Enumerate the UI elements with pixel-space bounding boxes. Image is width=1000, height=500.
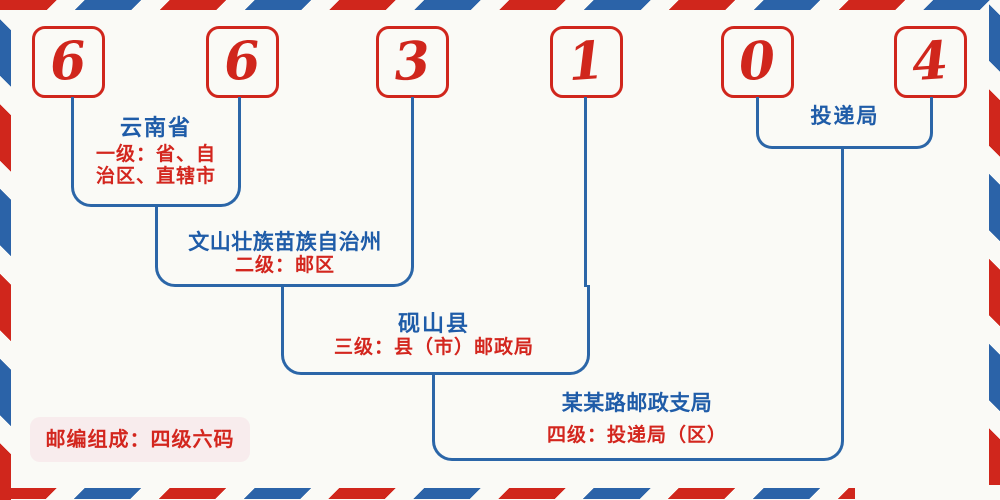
composition-badge: 邮编组成：四级六码 <box>30 417 250 462</box>
digit-value-4: 1 <box>566 29 607 94</box>
digit-value-6: 4 <box>910 29 951 94</box>
digit-value-5: 0 <box>737 29 778 94</box>
airmail-border-top <box>0 0 1000 10</box>
digit-box-2: 6 <box>206 26 279 98</box>
level1-desc-line1: 一级：省、自 <box>95 143 216 165</box>
bracket-level4 <box>432 375 844 461</box>
airmail-border-left <box>0 0 11 500</box>
airmail-border-right <box>989 0 1000 485</box>
level3-name-label: 砚山县 <box>397 312 470 337</box>
digit-value-1: 6 <box>48 29 89 94</box>
level3-desc-label: 三级：县（市）邮政局 <box>333 336 534 358</box>
level4-desc-label: 四级：投递局（区） <box>546 424 727 446</box>
delivery-office-label: 投递局 <box>810 104 880 128</box>
level4-name-label: 某某路邮政支局 <box>561 391 713 415</box>
bracket-level3 <box>281 285 590 375</box>
airmail-border-bottom <box>0 488 855 499</box>
level2-name-label: 文山壮族苗族自治州 <box>188 230 382 254</box>
connector-digit3 <box>411 97 414 207</box>
level1-name-label: 云南省 <box>119 116 192 141</box>
digit-box-1: 6 <box>32 26 105 98</box>
digit-value-3: 3 <box>392 29 433 94</box>
digit-box-6: 4 <box>894 26 967 98</box>
connector-digit4 <box>584 97 587 287</box>
connector-delivery <box>841 146 844 377</box>
level1-desc-line2: 治区、直辖市 <box>95 165 216 187</box>
digit-value-2: 6 <box>222 29 263 94</box>
level2-desc-label: 二级：邮区 <box>234 254 335 276</box>
digit-box-4: 1 <box>550 26 623 98</box>
level1-desc-label: 一级：省、自 治区、直辖市 <box>74 143 238 187</box>
bracket-delivery-office <box>756 97 933 149</box>
digit-box-3: 3 <box>376 26 449 98</box>
digit-box-5: 0 <box>721 26 794 98</box>
